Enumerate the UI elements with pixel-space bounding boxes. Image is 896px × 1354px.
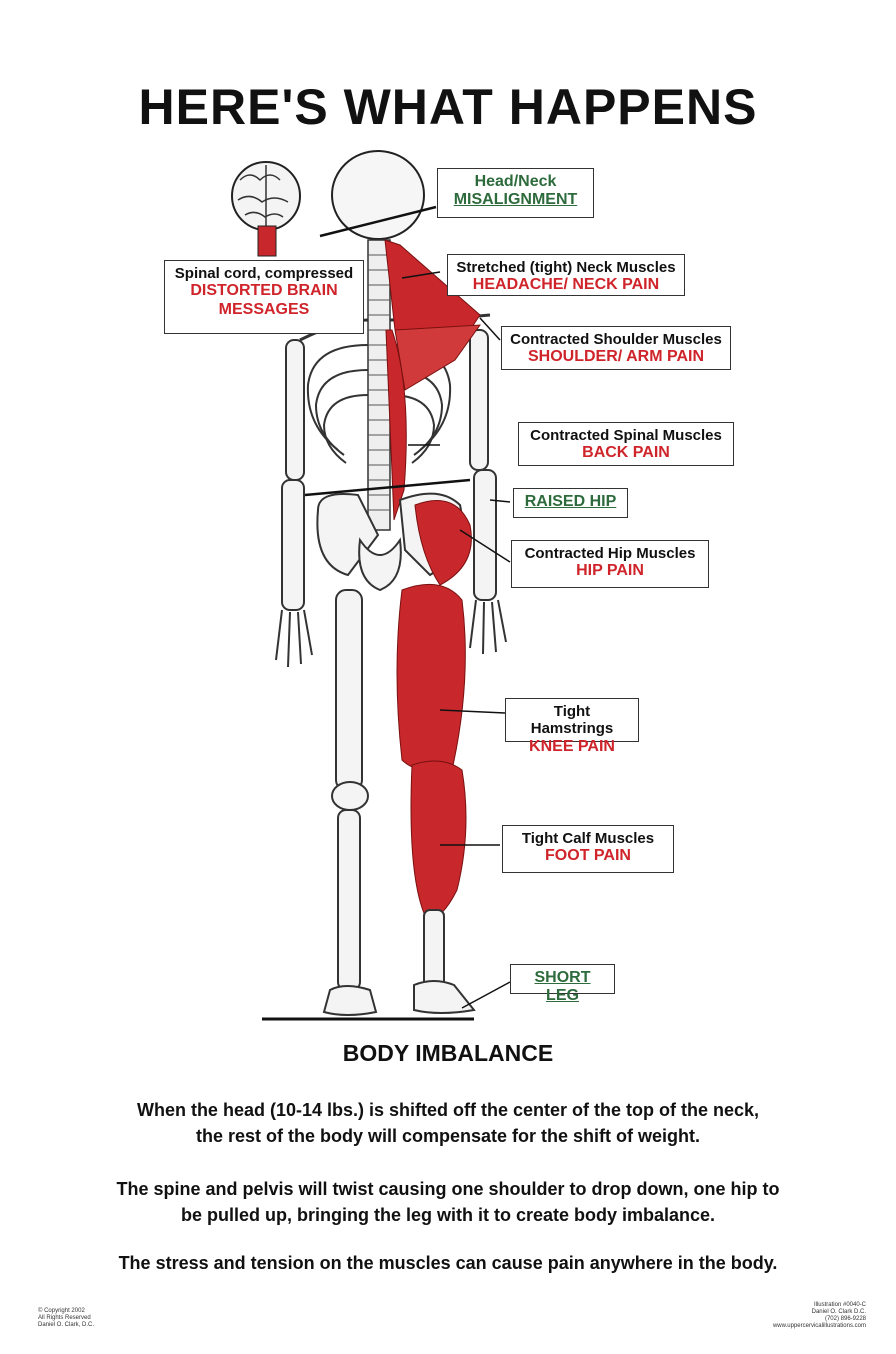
calf-muscle-icon xyxy=(410,760,467,921)
spinal-cord-label: Spinal cord, compressed DISTORTED BRAIN … xyxy=(164,260,364,334)
paragraph-2: The spine and pelvis will twist causing … xyxy=(116,1179,780,1225)
hamstrings-label: Tight Hamstrings KNEE PAIN xyxy=(505,698,639,755)
short-leg-label: SHORT LEG xyxy=(510,964,615,1004)
paragraph-1: When the head (10-14 lbs.) is shifted of… xyxy=(136,1100,760,1146)
hamstring-muscle-icon xyxy=(396,583,466,772)
right-leg-icon xyxy=(396,583,476,1014)
page-title: HERE'S WHAT HAPPENS xyxy=(138,79,758,135)
arm-icon xyxy=(275,329,507,668)
calf-muscles-label: Tight Calf Muscles FOOT PAIN xyxy=(502,825,674,873)
neck-muscle-icon xyxy=(384,239,481,331)
skull-icon xyxy=(331,150,425,240)
section-heading: BODY IMBALANCE xyxy=(342,1040,554,1066)
spinal-muscle-icon xyxy=(385,329,407,521)
raised-hip-label: RAISED HIP xyxy=(513,488,628,518)
copyright-footer: © Copyright 2002 All Rights Reserved Dan… xyxy=(38,1308,95,1328)
hip-muscles-label: Contracted Hip Muscles HIP PAIN xyxy=(511,540,709,588)
shoulder-muscle-icon xyxy=(394,324,482,391)
illustration-credit-footer: Illustration #0040-C Daniel O. Clark D.C… xyxy=(772,1302,866,1329)
brain-icon xyxy=(231,161,301,257)
left-leg-icon xyxy=(322,589,378,1016)
head-neck-label: Head/Neck MISALIGNMENT xyxy=(437,168,594,218)
neck-muscles-label: Stretched (tight) Neck Muscles HEADACHE/… xyxy=(447,254,685,296)
hip-muscle-icon xyxy=(414,500,472,586)
spinal-muscles-label: Contracted Spinal Muscles BACK PAIN xyxy=(518,422,734,466)
paragraph-3: The stress and tension on the muscles ca… xyxy=(118,1253,778,1273)
shoulder-muscles-label: Contracted Shoulder Muscles SHOULDER/ AR… xyxy=(501,326,731,370)
